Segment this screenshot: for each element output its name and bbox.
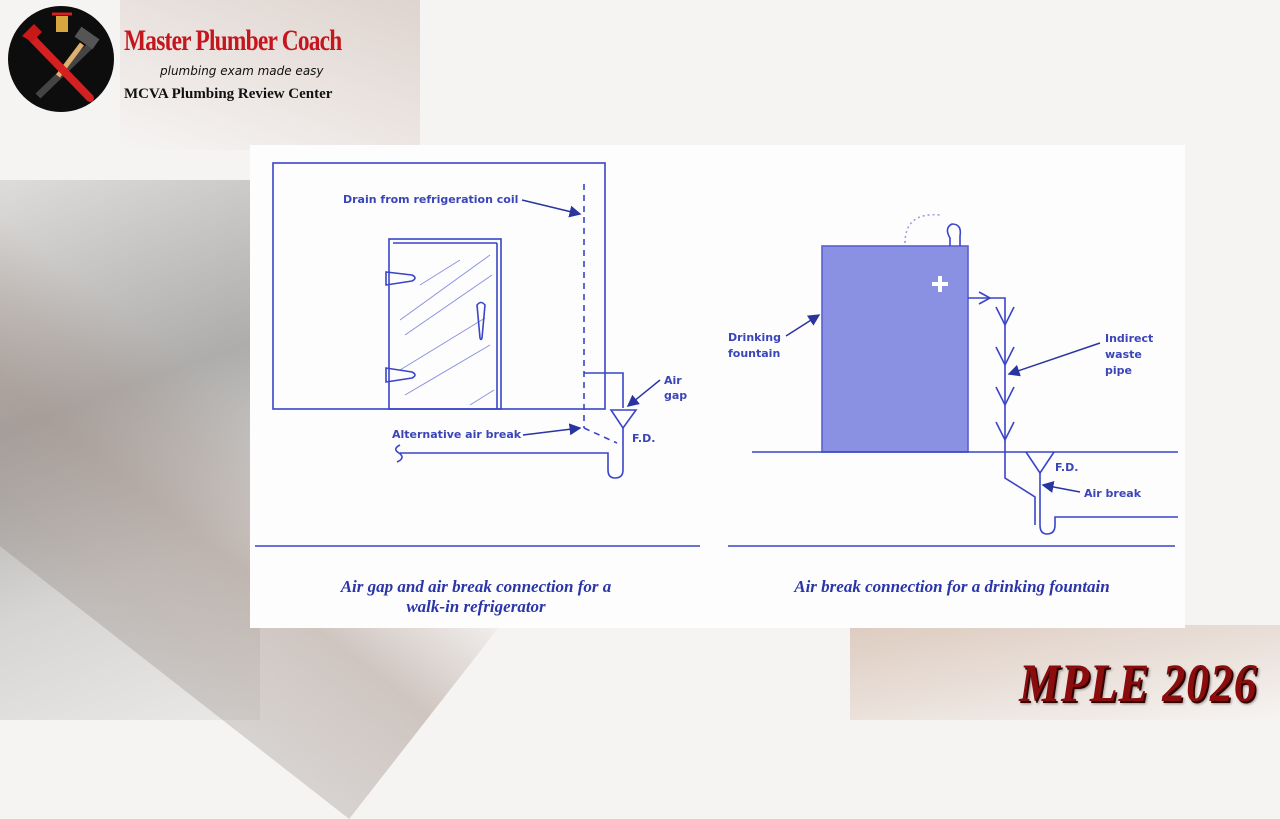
wrench-hammer-icon: [22, 12, 100, 102]
flow-arrow-horizontal: [978, 291, 992, 305]
water-arc: [904, 213, 941, 244]
logo-badge: [8, 6, 114, 112]
waste-pipe-arrow: [1007, 342, 1101, 377]
floor-drain-funnel-right: [1025, 451, 1055, 475]
drinking-fountain-diagram: [728, 213, 1178, 547]
background-tool-image: [0, 180, 260, 720]
plus-icon: [932, 276, 948, 292]
background-pipe-top: [120, 0, 420, 150]
fountain-arrow: [785, 314, 821, 337]
air-break-label: Air break: [1084, 487, 1142, 500]
logo-tagline: plumbing exam made easy: [160, 64, 324, 78]
left-caption-line1: Air gap and air break connection for a: [340, 577, 612, 596]
drinking-fountain-body: [821, 245, 969, 453]
fountain-spout: [946, 223, 962, 246]
fd-label-left: F.D.: [632, 432, 655, 445]
pipe-break-squiggle: [394, 444, 403, 463]
alternative-air-break-line: [583, 427, 618, 444]
air-gap-label-1: Air: [664, 374, 682, 387]
drain-arrow: [521, 199, 582, 218]
air-gap-pipe: [584, 372, 624, 408]
left-caption-line2: walk-in refrigerator: [406, 597, 546, 616]
fountain-label-1: Drinking: [728, 331, 781, 344]
waste-label-1: Indirect: [1105, 332, 1153, 345]
door-hinge-top: [385, 271, 416, 286]
air-gap-arrow: [626, 379, 661, 407]
floor-drain-funnel-left: [609, 409, 638, 430]
flow-chevron: [995, 306, 1015, 327]
refrigerator-door: [388, 238, 502, 410]
drain-label: Drain from refrigeration coil: [343, 193, 518, 206]
floor-drain-trap-right: [1039, 473, 1178, 535]
flow-chevron: [995, 346, 1015, 367]
waste-label-3: pipe: [1105, 364, 1132, 377]
indirect-waste-pipe: [968, 297, 1036, 525]
left-arrows: [521, 199, 661, 436]
fountain-label-2: fountain: [728, 347, 780, 360]
door-glass-reflections: [399, 254, 495, 406]
right-caption: Air break connection for a drinking foun…: [793, 577, 1110, 596]
walk-in-refrigerator-diagram: [255, 162, 700, 547]
background-pipe-bottom: [850, 625, 1280, 720]
logo: Master Plumber Coach plumbing exam made …: [8, 6, 342, 112]
alt-air-break-label: Alternative air break: [392, 428, 522, 441]
door-handle: [476, 301, 486, 341]
door-hinge-bottom: [385, 367, 416, 383]
air-break-arrow: [1041, 481, 1081, 493]
floor-drain-trap-left: [400, 428, 624, 479]
flow-chevron: [995, 386, 1015, 407]
flow-chevron: [995, 421, 1015, 442]
footer-title: MPLE 2026: [1019, 653, 1258, 713]
plumbing-diagram: Drain from refrigeration coil Air gap Al…: [255, 162, 1178, 616]
right-arrows: [785, 314, 1101, 493]
air-gap-label-2: gap: [664, 389, 687, 402]
fd-label-right: F.D.: [1055, 461, 1078, 474]
diagram-panel: [250, 145, 1185, 628]
logo-subtitle: MCVA Plumbing Review Center: [124, 86, 333, 102]
alt-air-break-arrow: [522, 423, 582, 436]
waste-label-2: waste: [1105, 348, 1142, 361]
logo-title: Master Plumber Coach: [124, 24, 342, 57]
